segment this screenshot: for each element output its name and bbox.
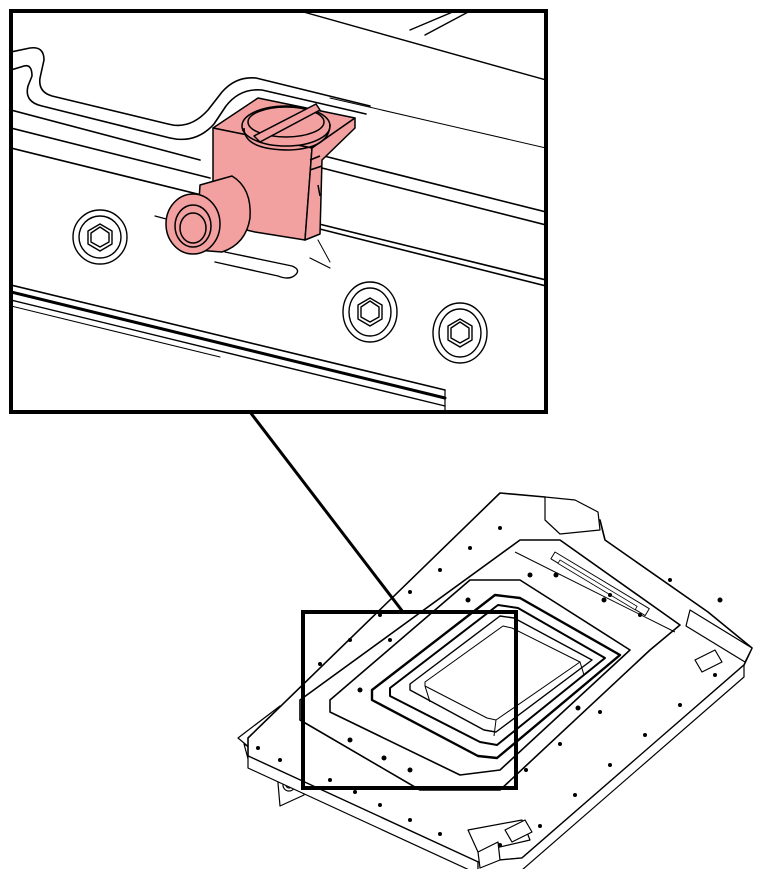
screwdriver-slot xyxy=(253,103,321,143)
upper-plate-edges xyxy=(299,11,546,81)
base-plate-side xyxy=(247,755,479,869)
slot xyxy=(214,251,299,279)
detail-region-frame xyxy=(301,610,518,790)
end-blocks xyxy=(477,649,723,869)
mounting-holes xyxy=(256,526,723,847)
block-side-face xyxy=(304,117,356,241)
callout-leader-line xyxy=(248,411,405,613)
socket-screw-middle xyxy=(342,281,398,343)
base-plate-edge xyxy=(477,664,745,869)
socket-screw-left xyxy=(72,209,128,265)
frame-window-inner xyxy=(424,625,581,721)
socket-screw-right xyxy=(432,302,488,364)
top-rail xyxy=(544,496,601,535)
right-rail xyxy=(685,609,753,663)
inset-border xyxy=(9,9,548,414)
recess-outline xyxy=(11,46,546,226)
locking-screw-block xyxy=(165,97,356,255)
stage-assembly-overview xyxy=(237,492,753,869)
magnified-detail-inset xyxy=(9,9,548,414)
